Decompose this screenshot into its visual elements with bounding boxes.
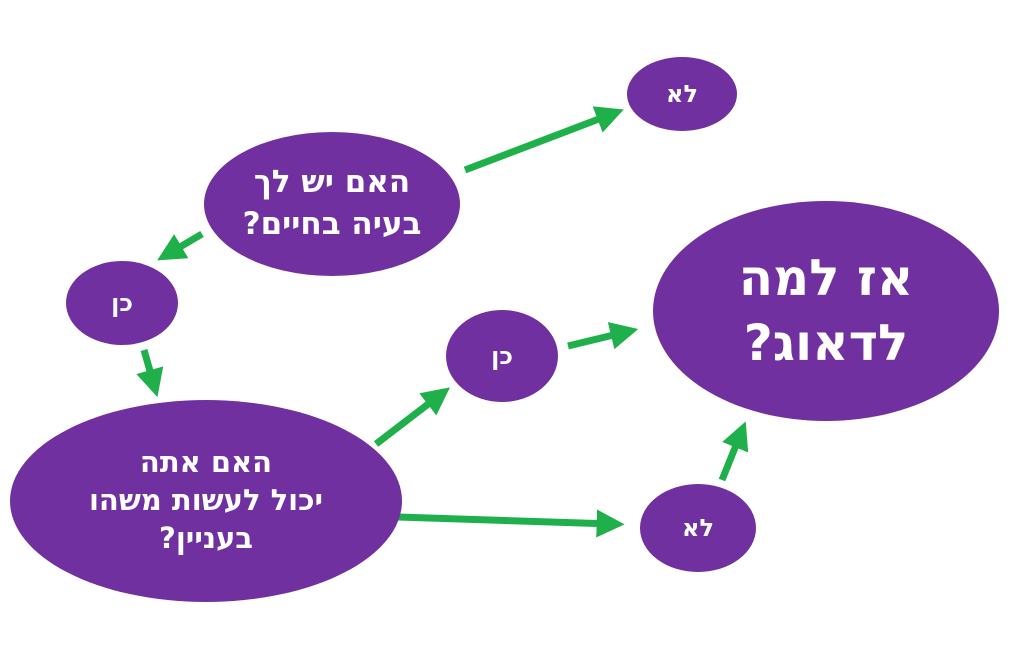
arrow-can-do-to-no: [397, 509, 625, 538]
yes-left-node: כן: [66, 261, 178, 345]
arrow-problem-to-yes: [157, 230, 204, 261]
why-worry-text: אז למה לדאוג?: [738, 249, 914, 372]
yes-middle-text: כן: [491, 342, 513, 370]
problem-question-node: האם יש לך בעיה בחיים?: [204, 132, 460, 276]
arrow-yes-to-why-worry: [567, 322, 639, 350]
can-do-question-node: האם אתה יכול לעשות משהו בעניין?: [10, 400, 402, 602]
can-do-question-text: האם אתה יכול לעשות משהו בעניין?: [88, 445, 324, 555]
arrow-no-to-why-worry: [718, 421, 749, 482]
no-top-text: לא: [666, 80, 698, 108]
no-bottom-text: לא: [682, 514, 714, 542]
yes-middle-node: כן: [446, 310, 558, 402]
no-top-node: לא: [627, 57, 737, 131]
arrow-yes-to-can-do: [136, 349, 164, 398]
arrow-can-do-to-yes: [373, 387, 451, 447]
why-worry-node: אז למה לדאוג?: [653, 201, 999, 421]
yes-left-text: כן: [111, 289, 133, 317]
problem-question-text: האם יש לך בעיה בחיים?: [242, 164, 422, 242]
no-bottom-node: לא: [640, 484, 756, 572]
arrow-problem-to-no: [463, 106, 624, 174]
